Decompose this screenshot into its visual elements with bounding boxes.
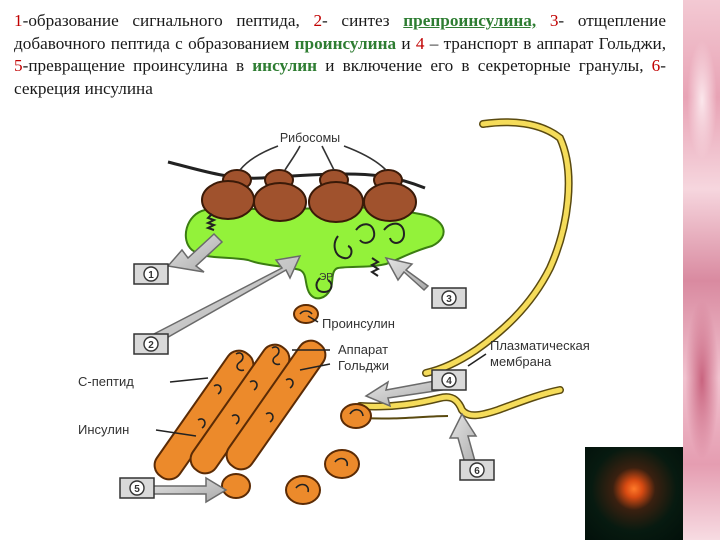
membrane-label-line2: мембрана: [490, 354, 552, 369]
caption-part: -образование сигнального пептида,: [22, 11, 314, 30]
caption-part: и включение его в секреторные гранулы,: [317, 56, 652, 75]
caption-part: - отщепление добавочного пептида с образ…: [14, 11, 666, 53]
caption-part: [536, 11, 550, 30]
step-number-2: 2: [313, 11, 323, 30]
er-label: ЭР: [319, 272, 333, 283]
step-2-number: 2: [148, 340, 154, 351]
golgi-apparatus: [153, 339, 327, 481]
proinsulin-label: Проинсулин: [322, 316, 395, 331]
caption-part: – транспорт в аппарат Гольджи,: [424, 33, 666, 53]
golgi-label-line1: Аппарат: [338, 342, 388, 357]
caption-part: -секреция инсулина: [14, 56, 666, 98]
caption-part: -превращение проинсулина в: [22, 56, 253, 75]
ribosome-pointers: [239, 145, 387, 171]
insulin-synthesis-diagram: 1 2 3 4 5 6 Рибосомы: [78, 118, 590, 505]
flower-decoration: [683, 0, 720, 540]
neuron-image: [585, 447, 683, 540]
keyword-proinsulin: проинсулина: [294, 33, 397, 53]
caption-part: - синтез: [322, 11, 404, 30]
step-markers: 1 2 3 4 5 6: [119, 263, 495, 499]
proinsulin-vesicles: [221, 304, 372, 505]
arrow-2: [148, 255, 302, 345]
step-5-number: 5: [134, 484, 140, 495]
plasma-membrane: [356, 118, 573, 420]
step-number-3: 3: [549, 11, 559, 30]
golgi-cisterna: [225, 339, 327, 471]
ribosome-large: [363, 182, 417, 222]
step-number-4: 4: [415, 33, 425, 53]
label-leaders: [155, 315, 487, 437]
insulin-granule: [285, 475, 321, 505]
endoplasmic-reticulum: [184, 206, 445, 300]
insulin-label: Инсулин: [78, 422, 129, 437]
membrane-label-line1: Плазматическая: [490, 338, 590, 353]
step-number-5: 5: [14, 56, 23, 75]
insulin-granule: [221, 473, 251, 499]
step-6-number: 6: [474, 466, 480, 477]
ribosome-large: [201, 180, 255, 220]
arrow-3: [384, 256, 430, 292]
c-peptide-label: С-пептид: [78, 374, 134, 389]
caption-text: 1-образование сигнального пептида, 2- си…: [14, 10, 666, 100]
keyword-insulin: инсулин: [252, 56, 318, 75]
ribosome-large: [308, 181, 364, 223]
step-4-number: 4: [446, 376, 452, 387]
step-3-number: 3: [446, 294, 452, 305]
arrow-1: [166, 232, 224, 273]
process-arrows: [148, 232, 479, 504]
step-number-6: 6: [651, 56, 661, 75]
ribosomes: [201, 169, 417, 223]
ribosomes-label: Рибосомы: [280, 131, 340, 145]
arrow-5: [149, 476, 228, 504]
ribosome-large: [253, 182, 307, 222]
caption-part: и: [396, 33, 416, 53]
proinsulin-vesicle: [340, 403, 372, 429]
step-1-number: 1: [148, 270, 154, 281]
keyword-preproinsulin: препроинсулина,: [403, 11, 537, 30]
peptide-chains: [205, 213, 406, 294]
golgi-label-line2: Гольджи: [338, 358, 389, 373]
step-number-1: 1: [14, 11, 23, 30]
arrow-4: [364, 379, 443, 408]
insulin-granule: [324, 449, 360, 479]
